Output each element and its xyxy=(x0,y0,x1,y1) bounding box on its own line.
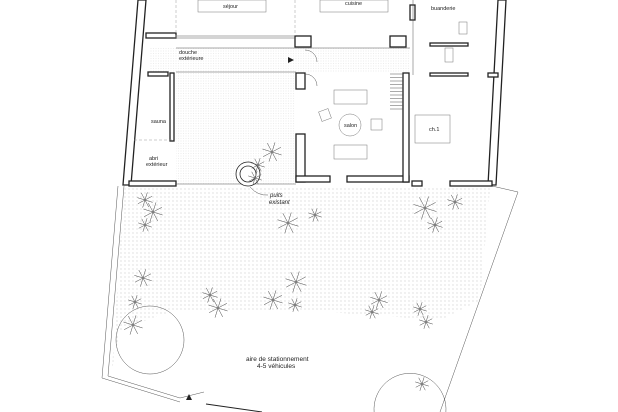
armchair xyxy=(370,118,383,131)
furniture xyxy=(197,0,468,160)
sofa xyxy=(333,144,368,160)
tree-symbol xyxy=(138,218,152,232)
tree-symbol xyxy=(277,212,299,234)
trees xyxy=(123,142,463,391)
tree-symbol xyxy=(248,171,262,185)
tree-symbol xyxy=(427,217,443,233)
tree-symbol xyxy=(251,158,265,172)
tree-symbol xyxy=(415,377,429,391)
tree-symbol xyxy=(447,194,463,210)
tree-symbol xyxy=(370,291,388,309)
tree-symbol xyxy=(263,290,283,310)
tree-symbol xyxy=(202,287,218,303)
courtyard-paving xyxy=(176,73,295,184)
dining-table xyxy=(197,0,267,13)
tree-symbol xyxy=(413,302,427,316)
interior-lines xyxy=(134,0,414,400)
corridor-paving xyxy=(150,48,410,72)
room-label-douche-1: douche xyxy=(179,50,197,56)
label-parking-2: 4-5 véhicules xyxy=(257,363,296,370)
tree-symbol xyxy=(419,315,433,329)
entrance-arrow-icon xyxy=(288,57,294,63)
tree-symbol xyxy=(143,202,163,222)
tree-symbol xyxy=(208,298,228,318)
tree-symbol xyxy=(285,271,307,293)
tree-symbol xyxy=(123,315,143,335)
label-puits-2: existant xyxy=(269,200,290,206)
armchair xyxy=(318,108,332,122)
tree-symbol xyxy=(288,298,302,312)
site-boundary xyxy=(101,185,519,412)
walls xyxy=(122,0,507,187)
room-label-buanderie: buanderie xyxy=(431,6,455,12)
driveway-arrow-icon xyxy=(186,394,192,400)
garden-area xyxy=(112,188,490,370)
tree-symbol xyxy=(137,192,153,208)
room-label-salon: salon xyxy=(344,123,357,129)
label-parking-1: aire de stationnement xyxy=(246,356,309,363)
room-label-abri-2: extérieur xyxy=(146,162,168,168)
room-label-douche-2: extérieure xyxy=(179,56,203,62)
tree-symbol xyxy=(128,295,142,309)
washbasin xyxy=(458,21,468,35)
sofa xyxy=(333,89,368,105)
well xyxy=(235,161,269,196)
room-label-sejour: séjour xyxy=(223,4,238,10)
room-label-cuisine: cuisine xyxy=(345,1,362,7)
tree-symbol xyxy=(365,305,379,319)
tree-symbol xyxy=(262,142,282,162)
coffee-table xyxy=(338,113,362,137)
tree-symbol xyxy=(308,208,322,222)
bed xyxy=(414,114,451,144)
shower xyxy=(444,47,454,63)
tree-symbol xyxy=(134,269,152,287)
staircase xyxy=(390,73,403,110)
room-label-sauna: sauna xyxy=(151,119,167,125)
tree-symbol xyxy=(413,196,437,220)
kitchen-island xyxy=(319,0,389,13)
room-label-abri-1: abri xyxy=(149,156,158,162)
room-label-ch1: ch.1 xyxy=(429,127,439,133)
label-puits-1: puits xyxy=(269,193,283,199)
